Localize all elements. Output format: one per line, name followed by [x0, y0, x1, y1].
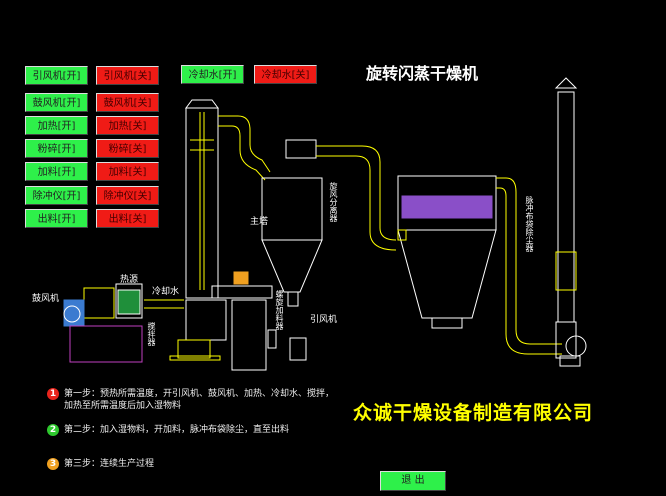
screw-feeder — [211, 271, 277, 371]
stirrer-label: 搅拌器 — [147, 322, 156, 346]
exhaust-fan — [559, 335, 587, 367]
cyclone — [261, 139, 323, 361]
drive-motor — [169, 339, 221, 361]
step-number-badge: 2 — [47, 424, 59, 436]
control-on-button[interactable]: 鼓风机[开] — [25, 93, 88, 112]
cooling-water-off-button[interactable]: 冷却水[关] — [254, 65, 317, 84]
control-off-button[interactable]: 除冲仪[关] — [96, 186, 159, 205]
exhaust-fan-label: 引风机 — [310, 315, 338, 325]
step-number-badge: 1 — [47, 388, 59, 400]
control-off-button[interactable]: 加热[关] — [96, 116, 159, 135]
duct-tower-cyclone — [218, 115, 271, 181]
control-off-button[interactable]: 引风机[关] — [96, 66, 159, 85]
control-on-button[interactable]: 引风机[开] — [25, 66, 88, 85]
screw-feeder-label: 螺旋加料器 — [275, 290, 284, 330]
control-on-button[interactable]: 加热[开] — [25, 116, 88, 135]
cyclone-label: 旋风分离器 — [329, 182, 338, 222]
cooling-water-on-button[interactable]: 冷却水[开] — [181, 65, 244, 84]
control-off-button[interactable]: 出料[关] — [96, 209, 159, 228]
control-off-button[interactable]: 鼓风机[关] — [96, 93, 159, 112]
control-on-button[interactable]: 粉碎[开] — [25, 139, 88, 158]
cooling-water-label: 冷却水 — [152, 287, 180, 297]
page-title: 旋转闪蒸干燥机 — [366, 64, 479, 83]
control-off-button[interactable]: 粉碎[关] — [96, 139, 159, 158]
control-on-button[interactable]: 出料[开] — [25, 209, 88, 228]
company-name: 众诚干燥设备制造有限公司 — [353, 402, 594, 424]
heat-source-label: 热源 — [120, 275, 139, 285]
control-on-button[interactable]: 加料[开] — [25, 162, 88, 181]
duct-cyclone-filter — [316, 145, 397, 251]
exit-button[interactable]: 退 出 — [380, 471, 446, 491]
blower-label: 鼓风机 — [32, 294, 60, 304]
main-tower — [185, 99, 227, 341]
main-tower-label: 主塔 — [250, 217, 269, 227]
duct-filter-stack — [496, 177, 562, 355]
chimney-stack — [554, 77, 578, 359]
bag-filter — [397, 175, 497, 329]
step-number-badge: 3 — [47, 458, 59, 470]
step-text-continued: 加热至所需温度后加入湿物料 — [64, 401, 182, 411]
control-on-button[interactable]: 除冲仪[开] — [25, 186, 88, 205]
step-text: 第一步：预热所需温度，开引风机、鼓风机、加热、冷却水、搅拌， — [64, 389, 335, 399]
bag-filter-label: 脉冲布袋除尘器 — [525, 196, 534, 252]
step-text: 第二步：加入湿物料，开加料，脉冲布袋除尘，直至出料 — [64, 425, 290, 435]
heat-source-area — [63, 283, 184, 363]
control-off-button[interactable]: 加料[关] — [96, 162, 159, 181]
step-text: 第三步：连续生产过程 — [64, 459, 155, 469]
